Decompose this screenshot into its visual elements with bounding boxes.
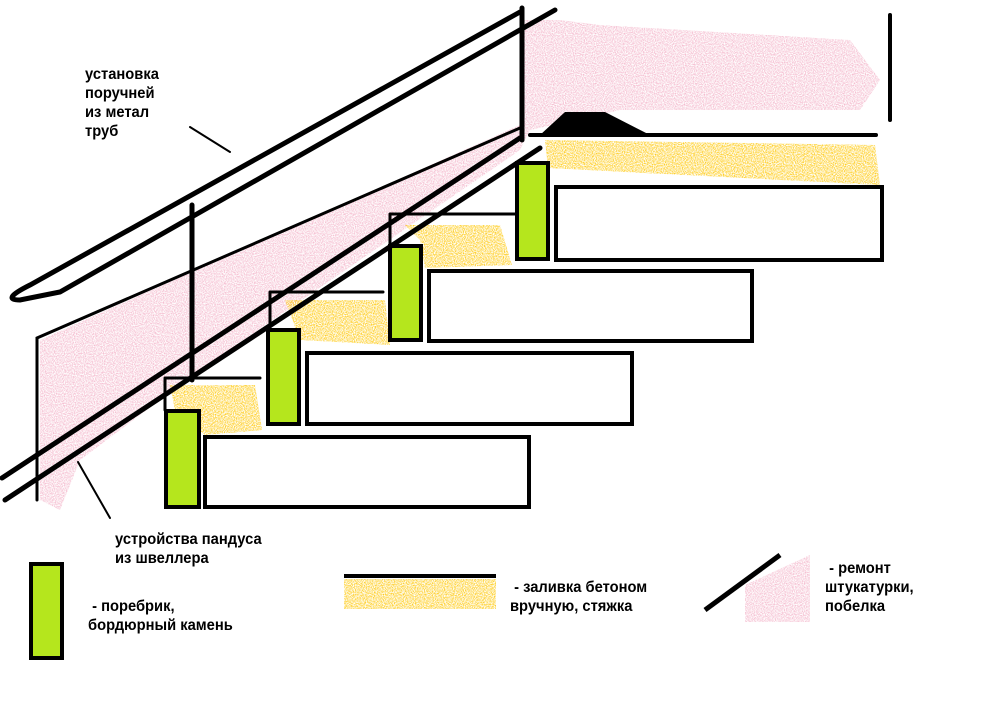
curb-2 xyxy=(266,328,301,426)
handrail-label: установка поручней из метал труб xyxy=(85,66,159,140)
legend-curb-swatch xyxy=(29,562,64,660)
step-2 xyxy=(305,351,634,426)
wall-edge xyxy=(35,126,522,502)
ledge-3 xyxy=(388,212,517,248)
structure-lines xyxy=(0,5,892,519)
curbs xyxy=(164,161,550,509)
ramp-pointer xyxy=(77,461,111,519)
handrail-pointer xyxy=(189,126,231,153)
ledge-2 xyxy=(268,290,385,332)
legend-plaster-swatch xyxy=(703,552,810,622)
concrete-screed xyxy=(170,140,880,435)
ramp-channel-lower xyxy=(2,145,543,503)
curb-3 xyxy=(388,244,423,342)
legend-concrete-swatch xyxy=(344,574,496,609)
curb-1 xyxy=(164,409,201,509)
legend-curb-text: - поребрик, бордюрный камень xyxy=(88,598,233,634)
curb-4 xyxy=(515,161,550,261)
step-3 xyxy=(427,269,754,343)
step-4 xyxy=(554,185,884,262)
ramp-channel-upper xyxy=(0,135,523,481)
ledge-1 xyxy=(163,376,262,412)
legend-concrete-text: - заливка бетоном вручную, стяжка xyxy=(510,579,648,615)
ramp-label: устройства пандуса из швеллера xyxy=(115,531,262,567)
steps xyxy=(203,185,884,509)
step-1 xyxy=(203,435,531,509)
landing-wedge xyxy=(540,112,650,135)
legend-plaster-text: - ремонт штукатурки, побелка xyxy=(825,560,914,615)
handrail xyxy=(9,7,558,303)
